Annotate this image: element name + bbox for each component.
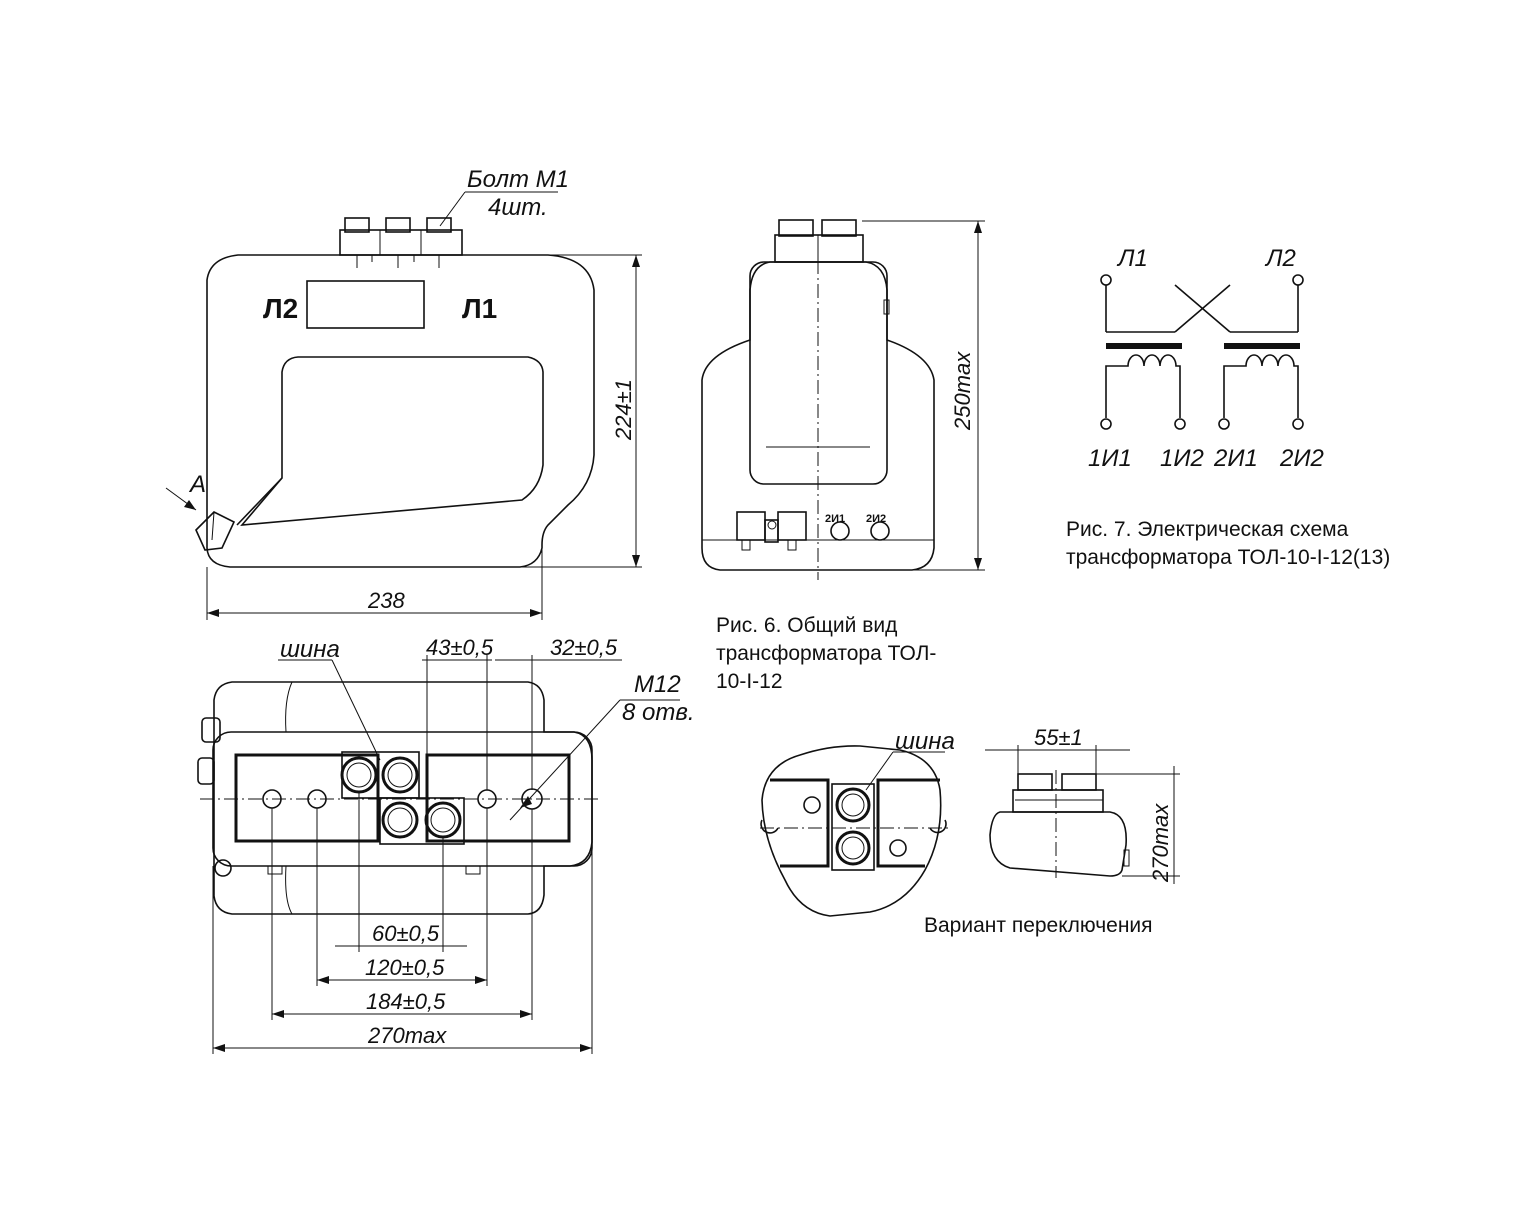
plan-holes-qty: 8 отв. bbox=[622, 699, 695, 726]
schematic-l1: Л1 bbox=[1116, 245, 1148, 272]
fig7-caption: Рис. 7. Электрическая схема трансформато… bbox=[1066, 516, 1390, 572]
plan-dim-43: 43±0,5 bbox=[426, 635, 494, 660]
fig7-caption-line1: Рис. 7. Электрическая схема bbox=[1066, 518, 1349, 541]
bolt-label: Болт М1 bbox=[467, 166, 569, 193]
dim-width-238: 238 bbox=[367, 588, 405, 613]
variant-dim-270: 270max bbox=[1148, 803, 1173, 883]
fig6-caption-line1: Рис. 6. Общий вид bbox=[716, 614, 898, 637]
schematic-l2: Л2 bbox=[1264, 245, 1296, 272]
terminal-label-l1: Л1 bbox=[462, 293, 497, 324]
schematic-1i2: 1И2 bbox=[1160, 445, 1204, 472]
variant-caption: Вариант переключения bbox=[924, 914, 1153, 937]
plan-dim-270: 270max bbox=[367, 1023, 447, 1048]
fig6-caption-line3: 10-I-12 bbox=[716, 670, 783, 693]
plan-dim-60: 60±0,5 bbox=[372, 921, 440, 946]
side-view: 2И1 2И2 250max bbox=[701, 219, 985, 580]
schematic-1i1: 1И1 bbox=[1088, 445, 1132, 472]
schematic-2i1: 2И1 bbox=[1213, 445, 1258, 472]
plan-hole-m12: М12 bbox=[634, 671, 681, 698]
side-terminal-2i2: 2И2 bbox=[866, 513, 886, 525]
plan-dim-120: 120±0,5 bbox=[365, 955, 445, 980]
fig6-caption: Рис. 6. Общий вид трансформатора ТОЛ- 10… bbox=[716, 612, 936, 696]
switching-variant: шина bbox=[760, 728, 955, 917]
plan-view: шина 43±0,5 32±0,5 М12 8 отв. 60±0,5 120… bbox=[197, 635, 695, 1054]
dim-side-250: 250max bbox=[950, 351, 975, 431]
plan-dim-32: 32±0,5 bbox=[550, 635, 618, 660]
variant-side-view: 55±1 270max bbox=[985, 725, 1180, 884]
front-view: Л2 Л1 Болт М1 4шт. А bbox=[165, 166, 642, 620]
side-terminal-2i1: 2И1 bbox=[825, 513, 845, 525]
view-a-label: А bbox=[188, 471, 206, 498]
plan-dim-184: 184±0,5 bbox=[366, 989, 446, 1014]
electrical-schematic: Л1 Л2 1И1 1И2 2И1 2И2 bbox=[1088, 245, 1324, 472]
plan-busbar-label: шина bbox=[280, 636, 340, 663]
bolt-quantity: 4шт. bbox=[488, 194, 548, 221]
variant-dim-55: 55±1 bbox=[1034, 725, 1083, 750]
variant-busbar-label: шина bbox=[895, 728, 955, 755]
terminal-label-l2: Л2 bbox=[263, 293, 298, 324]
fig7-caption-line2: трансформатора ТОЛ-10-I-12(13) bbox=[1066, 546, 1391, 569]
fig6-caption-line2: трансформатора ТОЛ- bbox=[716, 642, 937, 665]
dim-height-224: 224±1 bbox=[611, 379, 636, 441]
schematic-2i2: 2И2 bbox=[1279, 445, 1324, 472]
top-bolts bbox=[339, 217, 463, 268]
